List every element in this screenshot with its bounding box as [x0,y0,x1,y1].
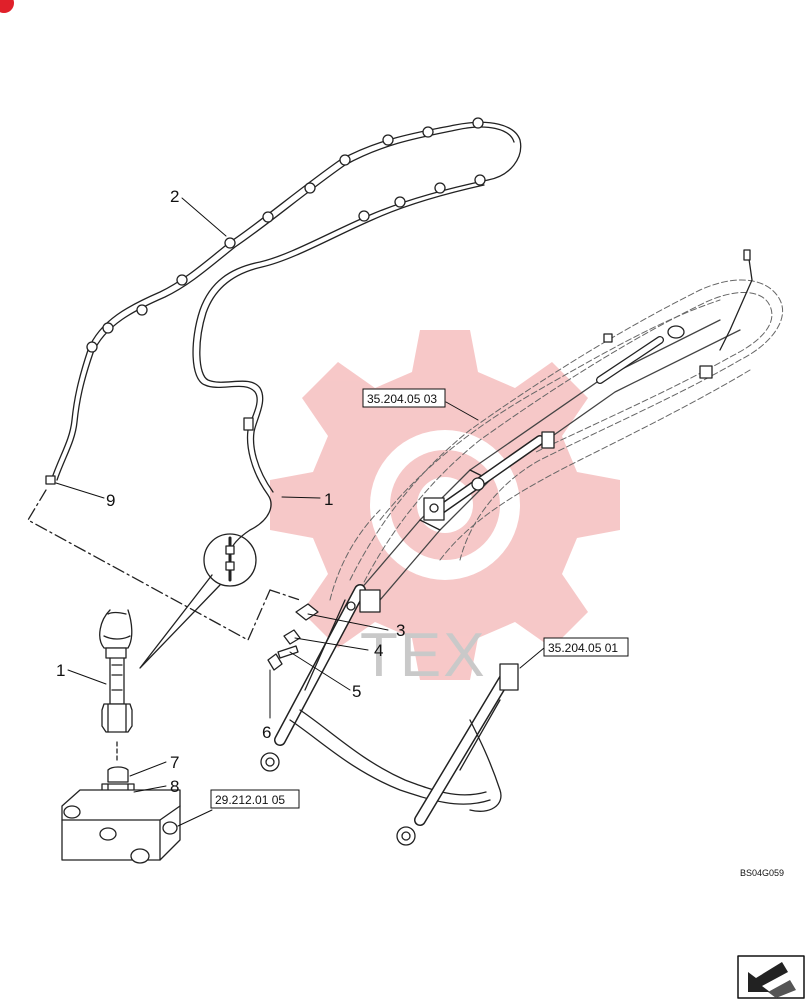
detail-pointer [139,574,221,669]
hose-2-inner [192,179,489,553]
callout-1-upper: 1 [324,490,333,509]
hose-2-outer-b [56,126,515,481]
callout-3: 3 [396,621,405,640]
callout-6: 6 [262,723,271,742]
loader-arm-hoses [329,279,784,601]
fitting-9 [45,475,56,485]
reference-box-3[interactable]: 29.212.01 05 [210,789,300,809]
callout-5: 5 [352,682,361,701]
hose-1-detail [99,609,133,761]
corner-mark-icon [0,0,14,13]
connection-dashdot-left [27,489,271,641]
reference-label: 35.204.05 01 [548,641,618,655]
next-page-arrow-icon[interactable] [748,962,796,998]
callout-2: 2 [170,187,179,206]
leader-lines [55,197,545,827]
loader-arm-frame [260,249,753,846]
callout-8: 8 [170,777,179,796]
reference-label: 35.204.05 03 [367,392,437,406]
drawing-code: BS04G059 [740,868,784,878]
hose-2-inner-b [199,184,485,493]
small-parts [267,603,319,671]
hose-2-outer [51,121,522,479]
callout-1-left: 1 [56,661,65,680]
callout-9: 9 [106,491,115,510]
valve-block [61,789,181,864]
watermark-text: TEX [360,621,487,690]
reference-label: 29.212.01 05 [215,793,285,807]
detail-circle [203,533,257,587]
connection-dashdot-right [269,589,301,601]
hose-clips [86,117,486,353]
hose-coupler [243,417,254,431]
callout-4: 4 [374,641,383,660]
reference-box-2[interactable]: 35.204.05 01 [543,637,629,657]
reference-box-1[interactable]: 35.204.05 03 [362,388,446,408]
callout-7: 7 [170,753,179,772]
